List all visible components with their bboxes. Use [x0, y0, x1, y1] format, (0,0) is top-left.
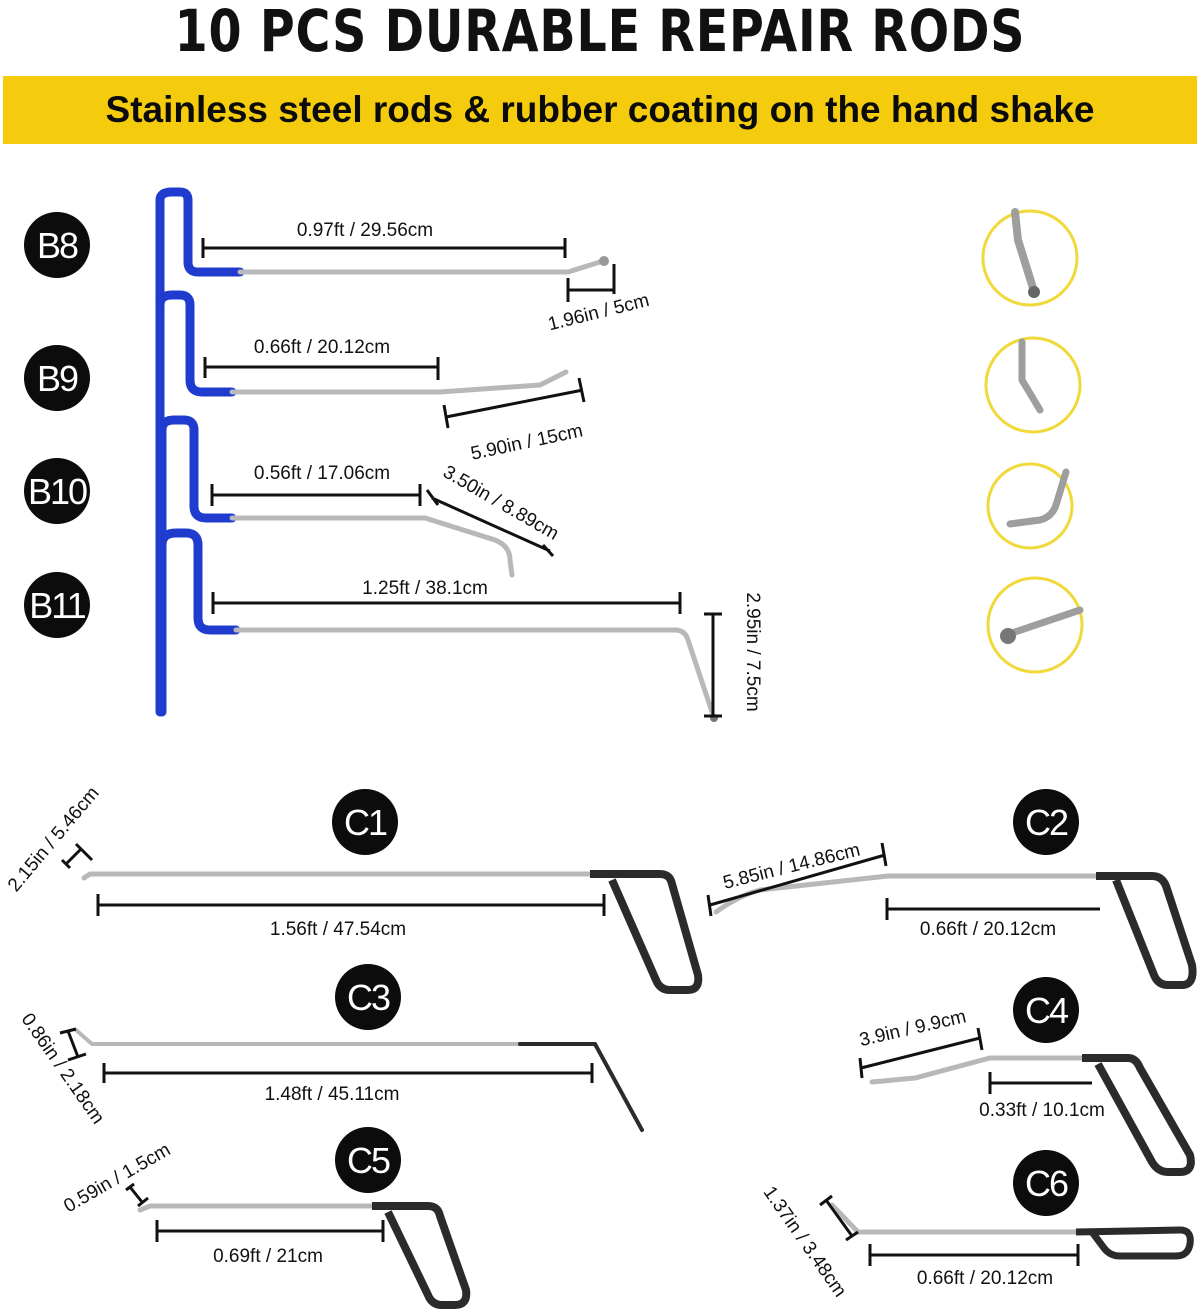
badge-c5: [335, 1127, 401, 1193]
badge-b11: [24, 572, 90, 638]
shaft-b11: [233, 627, 715, 715]
b10-length: 0.56ft / 17.06cm: [254, 463, 390, 484]
rod-c1: C1 1.56ft / 47.54cm 2.15in / 5.46cm: [4, 783, 703, 994]
b11-length: 1.25ft / 38.1cm: [362, 578, 488, 599]
ball-tip-icon: [986, 576, 1084, 674]
handle-b8: [155, 187, 245, 717]
badge-b8-label: B8: [37, 225, 78, 266]
shaft-b9: [229, 369, 569, 395]
badge-c5-label: C5: [347, 1140, 390, 1181]
handle-c6: [1075, 1226, 1194, 1260]
c1-tip: 2.15in / 5.46cm: [4, 783, 104, 896]
badge-b11-label: B11: [29, 585, 85, 626]
c4-length: 0.33ft / 10.1cm: [979, 1100, 1105, 1121]
tip-ball-b8: [599, 256, 609, 266]
badge-b8: [24, 212, 90, 278]
handle-b11: [157, 528, 241, 717]
rod-c5: C5 0.69ft / 21cm 0.59in / 1.5cm: [60, 1127, 471, 1309]
rod-c4: C4 0.33ft / 10.1cm 3.9in / 9.9cm: [857, 977, 1195, 1176]
badge-c6: [1013, 1150, 1079, 1216]
subtitle-banner: Stainless steel rods & rubber coating on…: [3, 76, 1197, 144]
tip-closeups: [981, 208, 1084, 674]
c6-length: 0.66ft / 20.12cm: [917, 1268, 1053, 1289]
b9-length: 0.66ft / 20.12cm: [254, 337, 390, 358]
b9-tip: 5.90in / 15cm: [469, 420, 585, 464]
badge-c3: [335, 964, 401, 1030]
c3-length: 1.48ft / 45.11cm: [265, 1084, 400, 1105]
handle-b9: [155, 290, 237, 505]
handle-b10: [157, 415, 237, 605]
rod-c2: C2 0.66ft / 20.12cm 5.85in / 14.86cm: [706, 789, 1197, 989]
badge-c6-label: C6: [1025, 1163, 1068, 1204]
rod-c6: C6 0.66ft / 20.12cm 1.37in / 3.48cm: [759, 1150, 1194, 1301]
c3-tip: 0.86in / 2.18cm: [17, 1010, 109, 1128]
subtitle-text: Stainless steel rods & rubber coating on…: [105, 89, 1095, 130]
badge-c1: [332, 789, 398, 855]
badge-c2-label: C2: [1025, 802, 1068, 843]
badge-b9: [24, 345, 90, 411]
b11-tip: 2.95in / 7.5cm: [742, 592, 763, 711]
handle-c3: [518, 1042, 644, 1132]
badge-b10-label: B10: [28, 471, 87, 512]
badge-c4: [1013, 977, 1079, 1043]
badge-c3-label: C3: [347, 977, 390, 1018]
badge-c1-label: C1: [344, 802, 387, 843]
c6-tip: 1.37in / 3.48cm: [759, 1183, 851, 1301]
shaft-c1: [81, 871, 593, 881]
page-title: 10 PCS DURABLE REPAIR RODS: [174, 0, 1026, 65]
handle-c4: [1082, 1054, 1195, 1176]
ball-bend-tip-icon: [981, 208, 1079, 307]
b8-length: 0.97ft / 29.56cm: [297, 220, 433, 241]
c5-length: 0.69ft / 21cm: [213, 1246, 323, 1267]
badge-b10: [24, 458, 90, 524]
handle-c1: [590, 870, 703, 994]
shaft-c3: [74, 1028, 522, 1046]
shaft-c5: [137, 1203, 375, 1213]
rod-b8: B8 0.97ft / 29.56cm 1.96in / 5cm: [24, 187, 652, 717]
badge-c4-label: C4: [1025, 990, 1068, 1031]
c1-length: 1.56ft / 47.54cm: [270, 919, 406, 940]
hook-tip-icon: [986, 462, 1074, 550]
handle-c2: [1096, 872, 1197, 989]
rod-c3: C3 1.48ft / 45.11cm 0.86in / 2.18cm: [17, 964, 644, 1132]
badge-b9-label: B9: [37, 358, 78, 399]
shaft-b10: [229, 515, 515, 578]
shaft-c4: [869, 1055, 1085, 1085]
rod-b11: B11 1.25ft / 38.1cm 2.95in / 7.5cm: [24, 528, 763, 722]
angled-tip-icon: [984, 336, 1082, 434]
handle-c5: [372, 1202, 471, 1309]
badge-c2: [1013, 789, 1079, 855]
b10-tip: 3.50in / 8.89cm: [439, 462, 562, 545]
b8-tip: 1.96in / 5cm: [546, 290, 652, 335]
c2-length: 0.66ft / 20.12cm: [920, 919, 1056, 940]
shaft-b8: [237, 259, 603, 275]
